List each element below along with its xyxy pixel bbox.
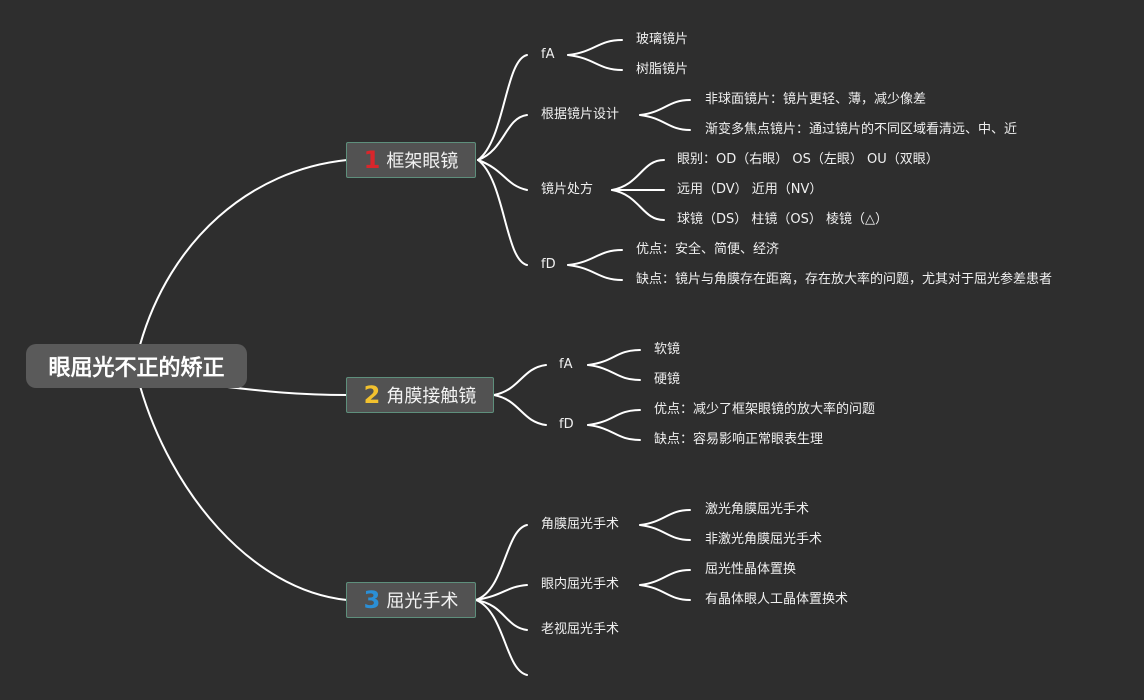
- leaf-resin-lens[interactable]: 树脂镜片: [636, 62, 689, 77]
- link-b3-i1: [475, 524, 528, 601]
- link-b3-i3: [475, 599, 528, 631]
- topic-prescription[interactable]: 镜片处方: [541, 182, 594, 197]
- leaf-b2-cons[interactable]: 缺点：容易影响正常眼表生理: [654, 432, 824, 447]
- leaf-aspheric[interactable]: 非球面镜片：镜片更轻、薄，减少像差: [705, 92, 927, 107]
- link-b2-i2: [493, 394, 547, 426]
- branch-node-2[interactable]: 2 角膜接触镜: [346, 377, 494, 413]
- link-b1-i2: [477, 114, 528, 161]
- leaf-laser-corneal[interactable]: 激光角膜屈光手术: [705, 502, 810, 517]
- link-b3-i2: [475, 584, 528, 601]
- topic-intraocular-surgery[interactable]: 眼内屈光手术: [541, 577, 620, 592]
- leaf-hard-lens[interactable]: 硬镜: [654, 372, 681, 387]
- topic-b2-fa[interactable]: fA: [559, 357, 573, 372]
- branch-node-3[interactable]: 3 屈光手术: [346, 582, 476, 618]
- topic-presbyopia-surgery[interactable]: 老视屈光手术: [541, 622, 620, 637]
- leaf-phakic-iol[interactable]: 有晶体眼人工晶体置换术: [705, 592, 849, 607]
- topic-b2-fd[interactable]: fD: [559, 417, 574, 432]
- leaf-b2-pros[interactable]: 优点：减少了框架眼镜的放大率的问题: [654, 402, 876, 417]
- link-root-b1: [139, 159, 348, 346]
- link-b1-i3: [477, 159, 528, 191]
- leaf-refractive-lens-exchange[interactable]: 屈光性晶体置换: [705, 562, 797, 577]
- leaf-eye-side[interactable]: 眼别：OD（右眼） OS（左眼） OU（双眼）: [677, 152, 939, 167]
- link-b2-i1: [493, 364, 547, 396]
- leaf-soft-lens[interactable]: 软镜: [654, 342, 681, 357]
- topic-b1-fa[interactable]: fA: [541, 47, 555, 62]
- topic-b1-fd[interactable]: fD: [541, 257, 556, 272]
- link-root-b3: [139, 385, 348, 601]
- branch-label-3: 屈光手术: [386, 591, 459, 612]
- leaf-sphere-cyl-prism[interactable]: 球镜（DS） 柱镜（OS） 棱镜（△）: [677, 212, 889, 227]
- root-node[interactable]: 眼屈光不正的矫正: [26, 344, 247, 388]
- leaf-b1-cons[interactable]: 缺点：镜片与角膜存在距离，存在放大率的问题，尤其对于屈光参差患者: [636, 272, 1053, 287]
- branch-node-1[interactable]: 1 框架眼镜: [346, 142, 476, 178]
- link-b1-i1: [477, 54, 528, 161]
- leaf-glass-lens[interactable]: 玻璃镜片: [636, 32, 689, 47]
- topic-corneal-surgery[interactable]: 角膜屈光手术: [541, 517, 620, 532]
- link-b1-i4: [477, 159, 528, 266]
- branch-label-1: 框架眼镜: [386, 151, 459, 172]
- leaf-progressive[interactable]: 渐变多焦点镜片：通过镜片的不同区域看清远、中、近: [705, 122, 1018, 137]
- link-b3-i4: [475, 599, 528, 676]
- root-label: 眼屈光不正的矫正: [48, 356, 225, 381]
- topic-lens-design[interactable]: 根据镜片设计: [541, 107, 620, 122]
- branch-number-3: 3: [363, 586, 381, 614]
- branch-number-2: 2: [363, 381, 381, 409]
- leaf-b1-pros[interactable]: 优点：安全、简便、经济: [636, 242, 780, 257]
- branch-number-1: 1: [363, 146, 381, 174]
- leaf-distance-near[interactable]: 远用（DV） 近用（NV）: [677, 182, 823, 197]
- leaf-nonlaser-corneal[interactable]: 非激光角膜屈光手术: [705, 532, 823, 547]
- branch-label-2: 角膜接触镜: [386, 386, 477, 407]
